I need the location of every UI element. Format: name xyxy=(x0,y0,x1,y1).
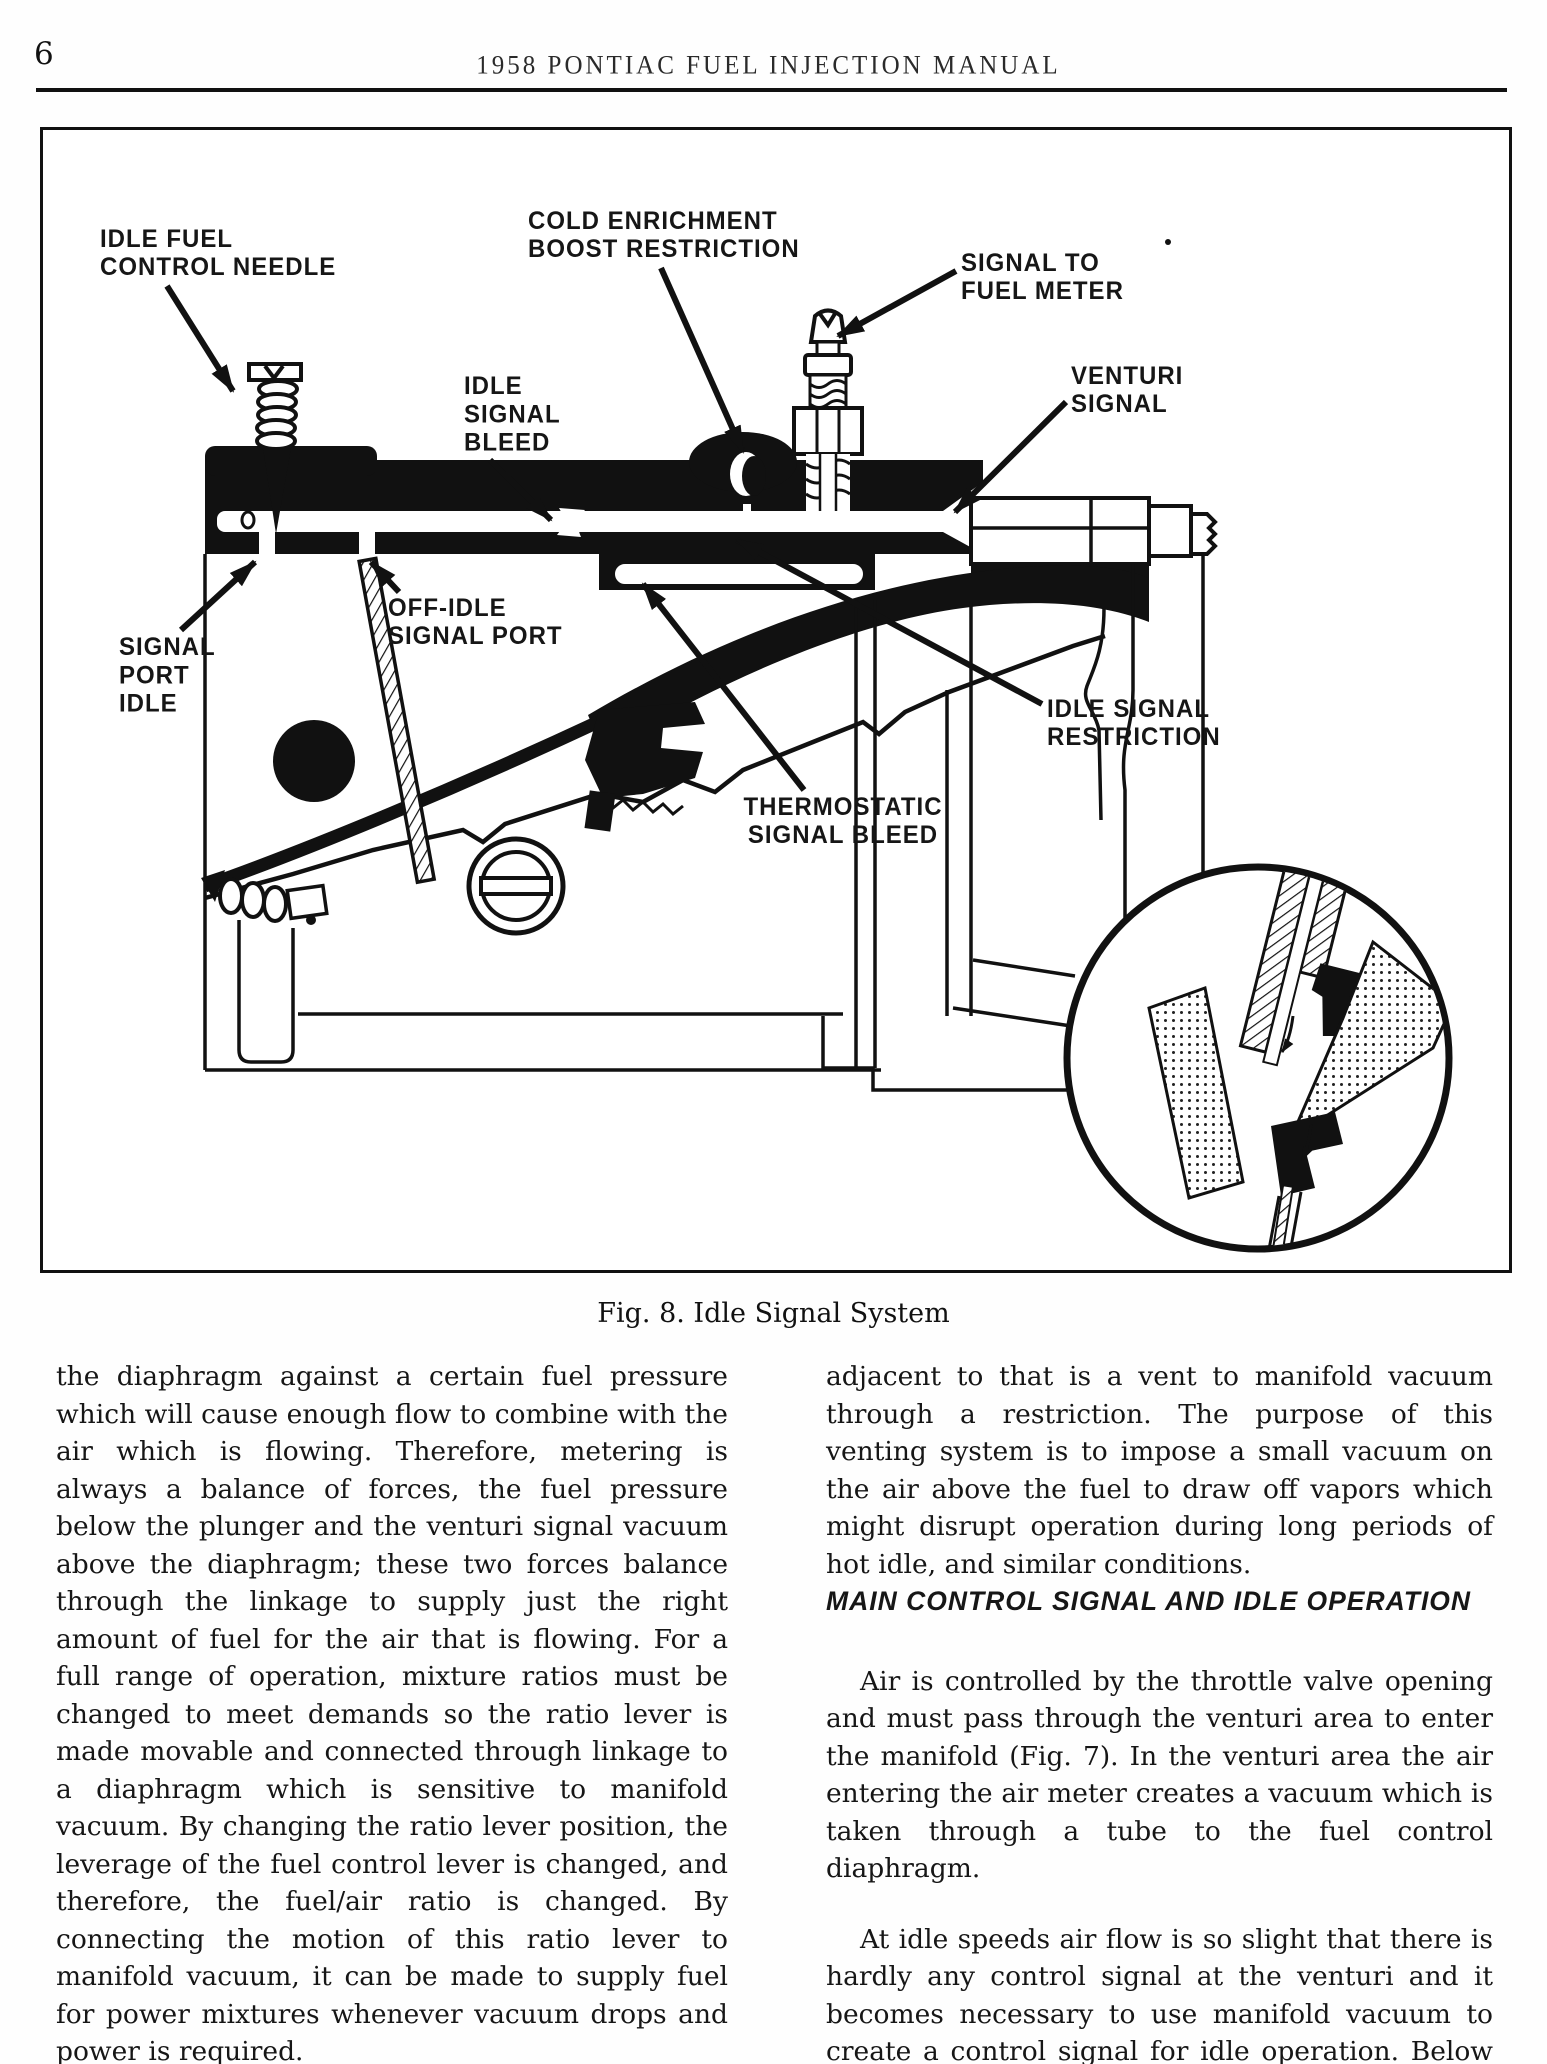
label-signal-port-idle: SIGNAL PORT IDLE xyxy=(119,633,216,718)
label-idle-fuel-control-needle: IDLE FUEL CONTROL NEEDLE xyxy=(100,224,337,282)
right-paragraph-3: At idle speeds air flow is so slight tha… xyxy=(826,1923,1493,2064)
label-idle-signal-bleed: IDLE SIGNAL BLEED xyxy=(464,372,561,457)
section-heading: MAIN CONTROL SIGNAL AND IDLE OPERATION xyxy=(826,1586,1472,1616)
label-idle-signal-restriction: IDLE SIGNAL RESTRICTION xyxy=(1047,694,1221,752)
page-number: 6 xyxy=(34,36,54,72)
right-paragraph-1: adjacent to that is a vent to manifold v… xyxy=(826,1361,1493,1580)
figure-diagram xyxy=(164,239,1453,1253)
right-paragraph-2: Air is controlled by the throttle valve … xyxy=(826,1665,1493,1885)
body-columns: the diaphragm against a certain fuel pre… xyxy=(56,1358,1493,2064)
label-cold-enrichment-boost-restriction: COLD ENRICHMENT BOOST RESTRICTION xyxy=(528,206,800,264)
figure-frame: IDLE FUEL CONTROL NEEDLE COLD ENRICHMENT… xyxy=(40,127,1512,1273)
label-thermostatic-signal-bleed: THERMOSTATIC SIGNAL BLEED xyxy=(743,792,943,850)
header-title: 1958 PONTIAC FUEL INJECTION MANUAL xyxy=(476,51,1061,80)
label-signal-to-fuel-meter: SIGNAL TO FUEL METER xyxy=(961,248,1124,306)
figure-caption: Fig. 8. Idle Signal System xyxy=(597,1298,950,1329)
label-off-idle-signal-port: OFF-IDLE SIGNAL PORT xyxy=(388,593,563,651)
label-venturi-signal: VENTURI SIGNAL xyxy=(1071,361,1184,419)
header-rule xyxy=(36,88,1507,92)
left-paragraph-1: the diaphragm against a certain fuel pre… xyxy=(56,1361,728,2064)
right-column: adjacent to that is a vent to manifold v… xyxy=(826,1358,1493,2064)
left-column: the diaphragm against a certain fuel pre… xyxy=(56,1358,728,2064)
